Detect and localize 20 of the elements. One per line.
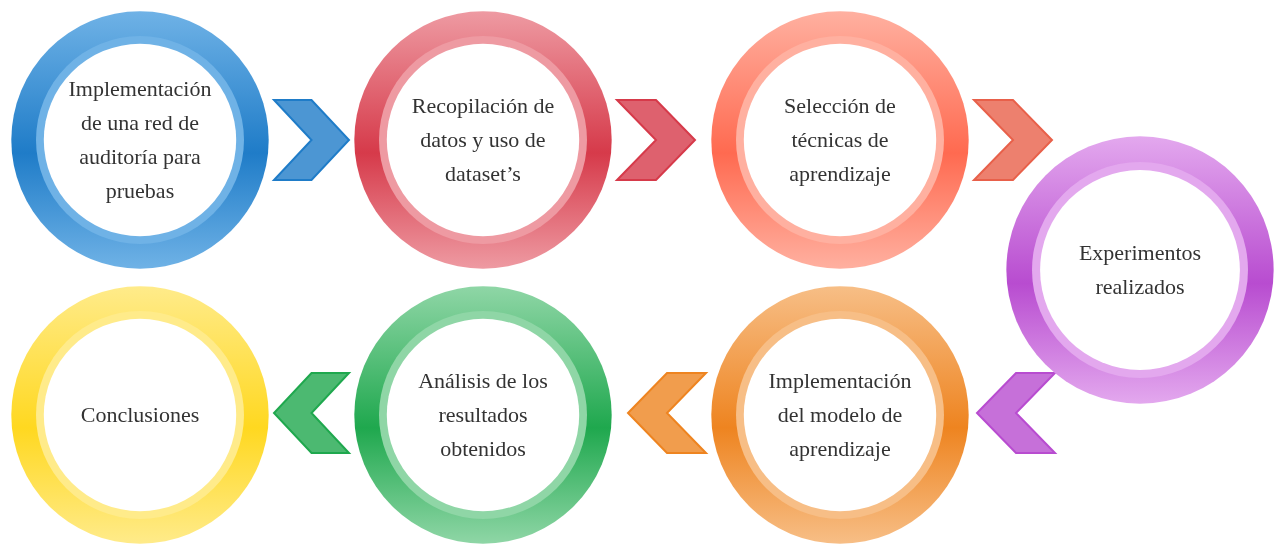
chevron-arrow bbox=[272, 372, 352, 454]
ring-node bbox=[353, 285, 613, 545]
ring-node bbox=[10, 10, 270, 270]
chevron-arrow bbox=[971, 99, 1054, 181]
step-label: Selección de técnicas de aprendizaje bbox=[783, 91, 897, 189]
chevron-arrow bbox=[975, 372, 1058, 454]
ring-node bbox=[1005, 135, 1275, 405]
step-label: Implementación de una red de auditoría para pruebas bbox=[67, 74, 213, 206]
step-label: Análisis de los resultados obtenidos bbox=[417, 366, 549, 464]
step-label: Experimentos realizados bbox=[1077, 238, 1203, 301]
step-label: Recopilación de datos y uso de dataset’s bbox=[410, 91, 556, 189]
chevron-arrow bbox=[271, 99, 351, 181]
chevron-arrow bbox=[626, 372, 709, 454]
ring-node bbox=[710, 10, 970, 270]
step-label: Implementación del modelo de aprendizaje bbox=[767, 366, 913, 464]
ring-node bbox=[710, 285, 970, 545]
chevron-arrow bbox=[614, 99, 697, 181]
step-label: Conclusiones bbox=[80, 400, 200, 429]
ring-node bbox=[10, 285, 270, 545]
ring-node bbox=[353, 10, 613, 270]
